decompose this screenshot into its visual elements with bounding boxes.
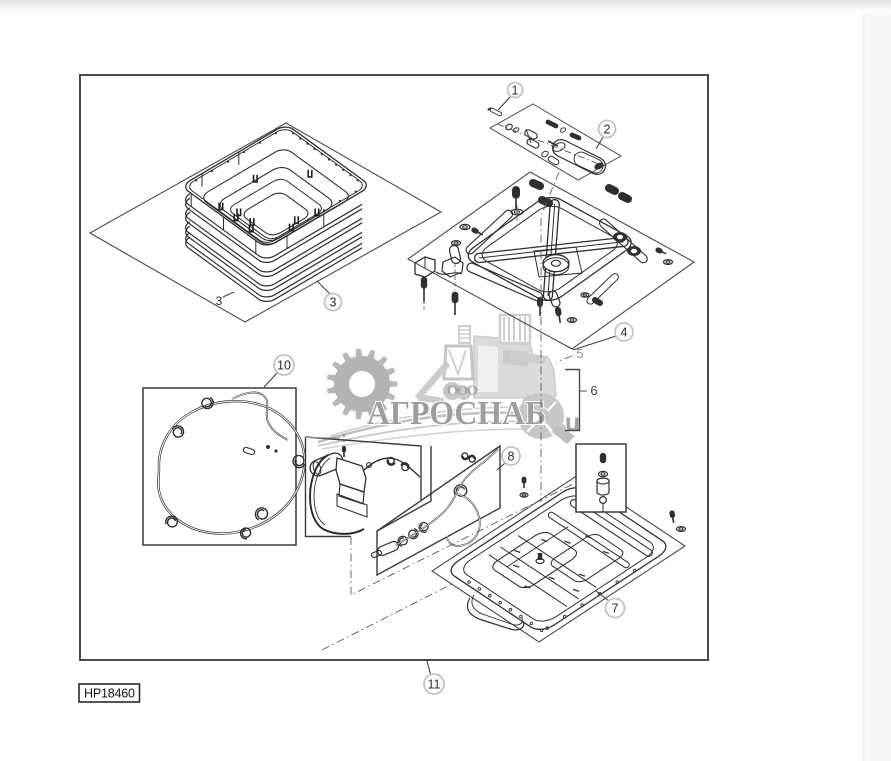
svg-text:7: 7 — [612, 602, 619, 616]
svg-text:3: 3 — [216, 294, 223, 308]
svg-text:u: u — [565, 409, 580, 437]
svg-text:6: 6 — [590, 383, 597, 398]
svg-text:2: 2 — [604, 123, 611, 137]
svg-text:HP18460: HP18460 — [84, 687, 135, 701]
svg-text:4: 4 — [621, 326, 628, 340]
svg-text:10: 10 — [277, 359, 291, 373]
svg-text:1: 1 — [512, 84, 519, 98]
svg-text:8: 8 — [508, 450, 515, 464]
svg-text:3: 3 — [330, 296, 337, 310]
svg-text:АГРОСНАБ: АГРОСНАБ — [367, 395, 546, 432]
svg-text:ООО: ООО — [447, 383, 478, 399]
svg-text:5: 5 — [576, 346, 583, 361]
svg-text:11: 11 — [428, 678, 441, 692]
